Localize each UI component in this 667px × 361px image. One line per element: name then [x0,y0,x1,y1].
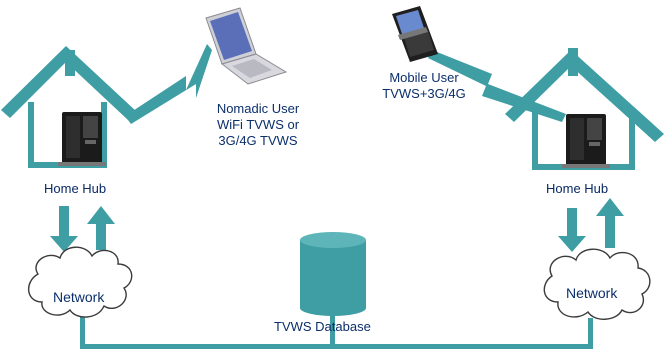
cloud-left-icon [28,246,133,318]
right-network-link [588,318,593,349]
arrow-up-left-icon [87,206,115,250]
mobile-user-line-2: TVWS+3G/4G [382,86,466,101]
left-network-link [80,314,85,349]
database-link [330,306,335,349]
arrow-down-right-icon [558,208,586,252]
network-right-label: Network [566,285,618,301]
cloud-right-icon [543,248,651,320]
mobile-user-label: Mobile User TVWS+3G/4G [372,70,476,102]
home-hub-right-label: Home Hub [546,181,609,196]
mobile-user-line-1: Mobile User [389,70,459,85]
arrow-up-right-icon [596,198,624,248]
tvws-database-label: TVWS Database [274,319,371,334]
bus-line [80,344,593,349]
lightning-bolt-right-icon [428,50,566,122]
arrows-right [558,198,624,252]
home-hub-right-icon [562,114,610,168]
database-icon [300,232,366,316]
home-hub-left-label: Home Hub [44,181,107,196]
laptop-icon [205,7,288,85]
arrow-down-left-icon [50,206,78,252]
connection-lines [80,306,593,349]
nomadic-user-label: Nomadic User WiFi TVWS or 3G/4G TVWS [202,101,314,149]
home-hub-left-icon [58,112,106,166]
network-left-label: Network [53,289,105,305]
nomadic-user-line-1: Nomadic User [216,101,300,116]
lightning-bolt-left-icon [125,44,212,124]
nomadic-user-line-3: 3G/4G TVWS [218,133,298,148]
nomadic-user-line-2: WiFi TVWS or [216,117,300,132]
arrows-left [50,206,115,252]
mobile-phone-icon [392,6,438,62]
